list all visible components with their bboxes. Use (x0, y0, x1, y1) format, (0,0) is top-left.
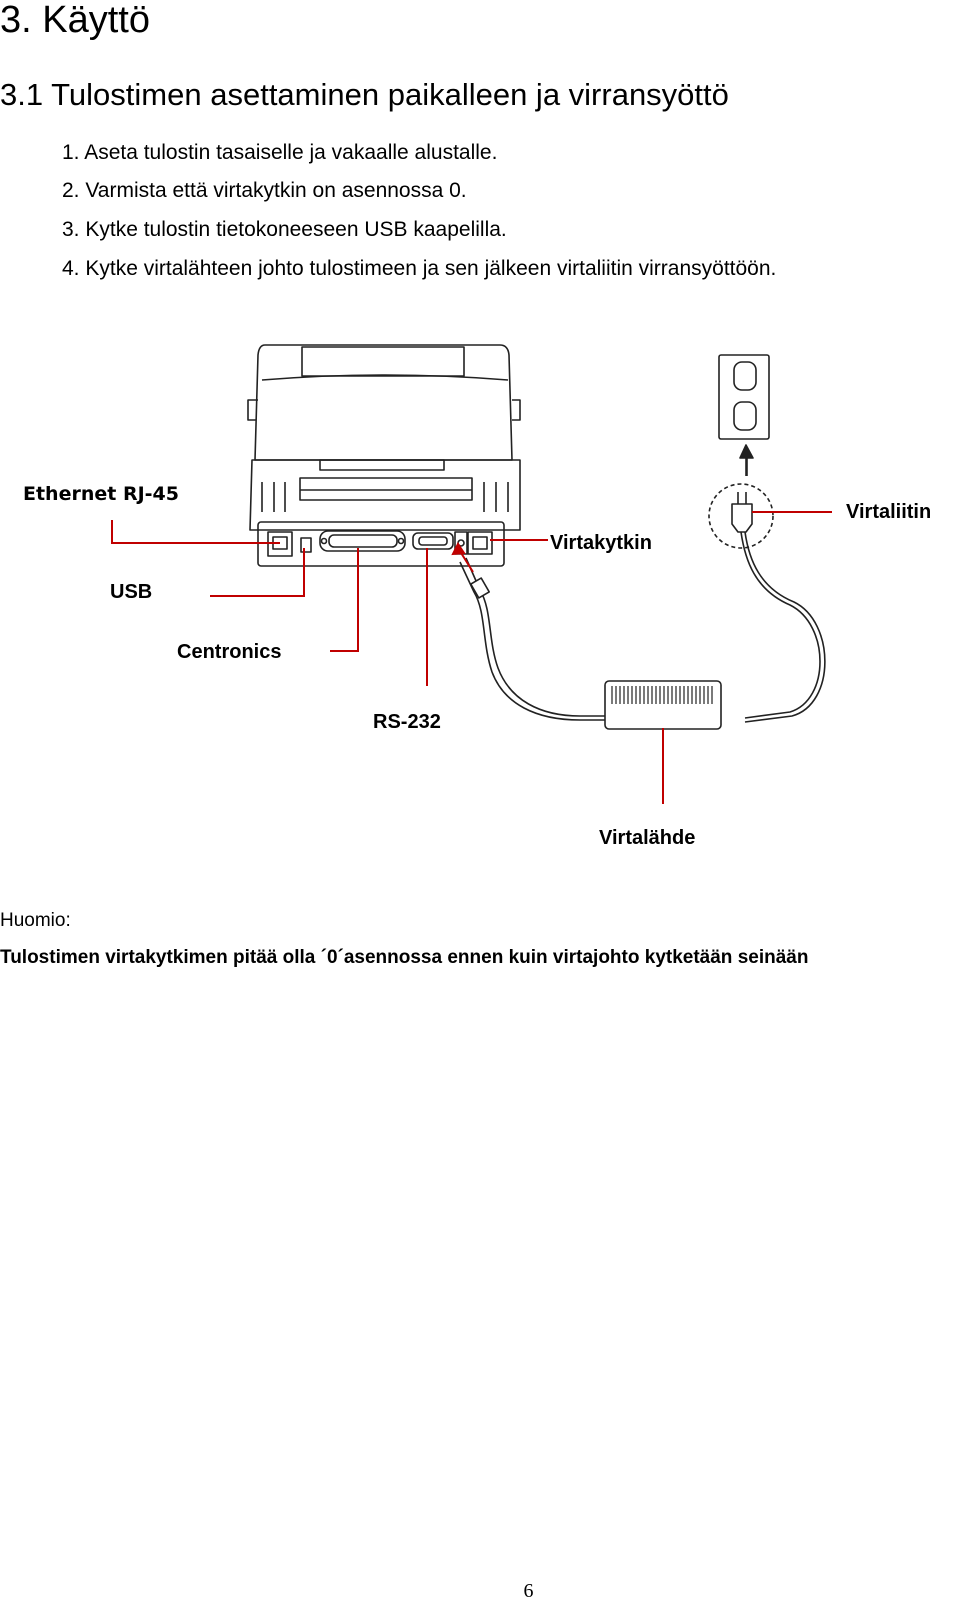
wall-outlet-illustration (718, 354, 770, 440)
plug-highlight (708, 483, 774, 549)
callout-lines (111, 511, 832, 804)
label-centronics: Centronics (177, 641, 282, 663)
step-3: 3. Kytke tulostin tietokoneeseen USB kaa… (62, 218, 507, 241)
page-heading: 3. Käyttö (0, 0, 150, 41)
label-power-switch: Virtakytkin (550, 532, 652, 554)
note-title: Huomio: (0, 910, 71, 931)
page-number: 6 (523, 1580, 534, 1602)
label-power-plug: Virtaliitin (846, 501, 932, 523)
label-ethernet: Ethernet RJ-45 (23, 483, 179, 505)
label-usb: USB (110, 581, 153, 603)
printer-illustration (247, 344, 521, 567)
label-rs232: RS-232 (373, 711, 441, 733)
arrow-up-icon (739, 444, 754, 476)
note-text: Tulostimen virtakytkimen pitää olla ´0´a… (0, 947, 809, 968)
section-heading: 3.1 Tulostimen asettaminen paikalleen ja… (0, 77, 729, 112)
label-power-supply: Virtalähde (599, 827, 696, 849)
step-2: 2. Varmista että virtakytkin on asennoss… (62, 179, 467, 202)
step-1: 1. Aseta tulostin tasaiselle ja vakaalle… (62, 141, 498, 164)
step-4: 4. Kytke virtalähteen johto tulostimeen … (62, 257, 777, 280)
